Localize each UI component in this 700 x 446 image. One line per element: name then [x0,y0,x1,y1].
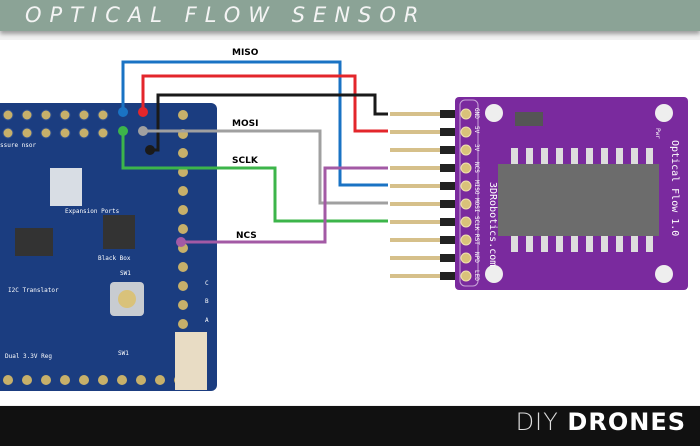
pin-label: MISO [473,180,480,195]
pad [97,109,109,121]
sensor-pad [460,180,472,192]
sensor-pad [460,198,472,210]
header-pin [390,148,440,152]
header-pin [390,220,440,224]
sensor-pad [460,216,472,228]
pad [178,224,188,234]
board-label: ssure nsor [0,142,37,149]
pin-label: LED [473,270,480,281]
pad [178,281,188,291]
sensor-pad [460,270,472,282]
pwr-label: Pwr [654,128,661,139]
header-pin [390,166,440,170]
header-pin [390,130,440,134]
pad [41,375,51,385]
pad [117,375,127,385]
pad [78,109,90,121]
sensor-pad [460,234,472,246]
header-pin [390,202,440,206]
board-label: SW1 [118,350,129,357]
header-pin [390,274,440,278]
autopilot-board: Expansion Ports Black Box I2C Translator… [0,103,217,391]
pad [178,300,188,310]
label-sclk: SCLK [232,156,259,166]
sensor-pad [460,144,472,156]
wire-end [138,107,148,117]
silk-url: 3DRobotics.com [487,182,498,266]
pad [178,205,188,215]
pad [60,375,70,385]
board-label: Black Box [98,255,131,262]
wire-ncs [181,166,388,244]
header-pin [390,112,440,116]
pin-label: NCS [473,162,480,173]
wire-end [118,107,128,117]
pad [22,375,32,385]
label-mosi: MOSI [232,119,258,129]
diy-drones-logo: DIY DRONES [515,408,686,436]
pad [40,127,52,139]
pin-label: RST [473,234,480,245]
pad [178,262,188,272]
board-label: A [205,317,209,324]
pad [97,127,109,139]
pad [136,375,146,385]
pad [178,186,188,196]
sensor-pad [460,252,472,264]
board-label: SW1 [120,270,131,277]
wire-mosi [143,129,388,205]
pad [178,148,188,158]
label-ncs: NCS [236,231,257,241]
page-title: OPTICAL FLOW SENSOR [25,3,427,27]
label-miso: MISO [232,48,259,58]
footer-bar [0,406,700,446]
board-label: C [205,280,209,287]
header-pin [390,256,440,260]
pad [178,319,188,329]
wire-end [118,126,128,136]
pad [2,127,14,139]
wire-sclk [121,131,388,223]
pin-label: 3V [473,144,480,152]
board-label: I2C Translator [8,287,59,294]
pad [59,127,71,139]
wire-power [141,74,388,133]
sensor-pad [460,126,472,138]
sensor-board: 3DRobotics.com Optical Flow 1.0 Pwr GND 5… [455,97,688,290]
wire-ground [150,93,388,152]
board-label: Dual 3.3V Reg [5,353,52,360]
pad [79,375,89,385]
pad [78,127,90,139]
wire-end [138,126,148,136]
pin-label: GND [473,108,480,119]
board-label: B [205,298,209,305]
pad [59,109,71,121]
sensor-pad [460,162,472,174]
pad [3,375,13,385]
header-pin [390,238,440,242]
board-label: Expansion Ports [65,208,120,215]
pad [178,110,188,120]
pin-label: SCLK [473,216,480,231]
sensor-name: Optical Flow 1.0 [669,140,680,236]
pad [21,127,33,139]
header-bar: OPTICAL FLOW SENSOR [0,0,700,31]
header-pins [390,110,456,280]
pad [40,109,52,121]
wires [121,60,388,244]
wire-end [176,237,186,247]
wire-end [145,145,155,155]
pad [155,375,165,385]
pad [98,375,108,385]
pin-label: MOSI [473,198,480,213]
pin-label: NPD [473,252,480,263]
sensor-pad [460,108,472,120]
wire-miso [121,60,388,187]
pad [2,109,14,121]
pad [21,109,33,121]
pin-label: 5V [473,126,480,134]
header-pin [390,184,440,188]
